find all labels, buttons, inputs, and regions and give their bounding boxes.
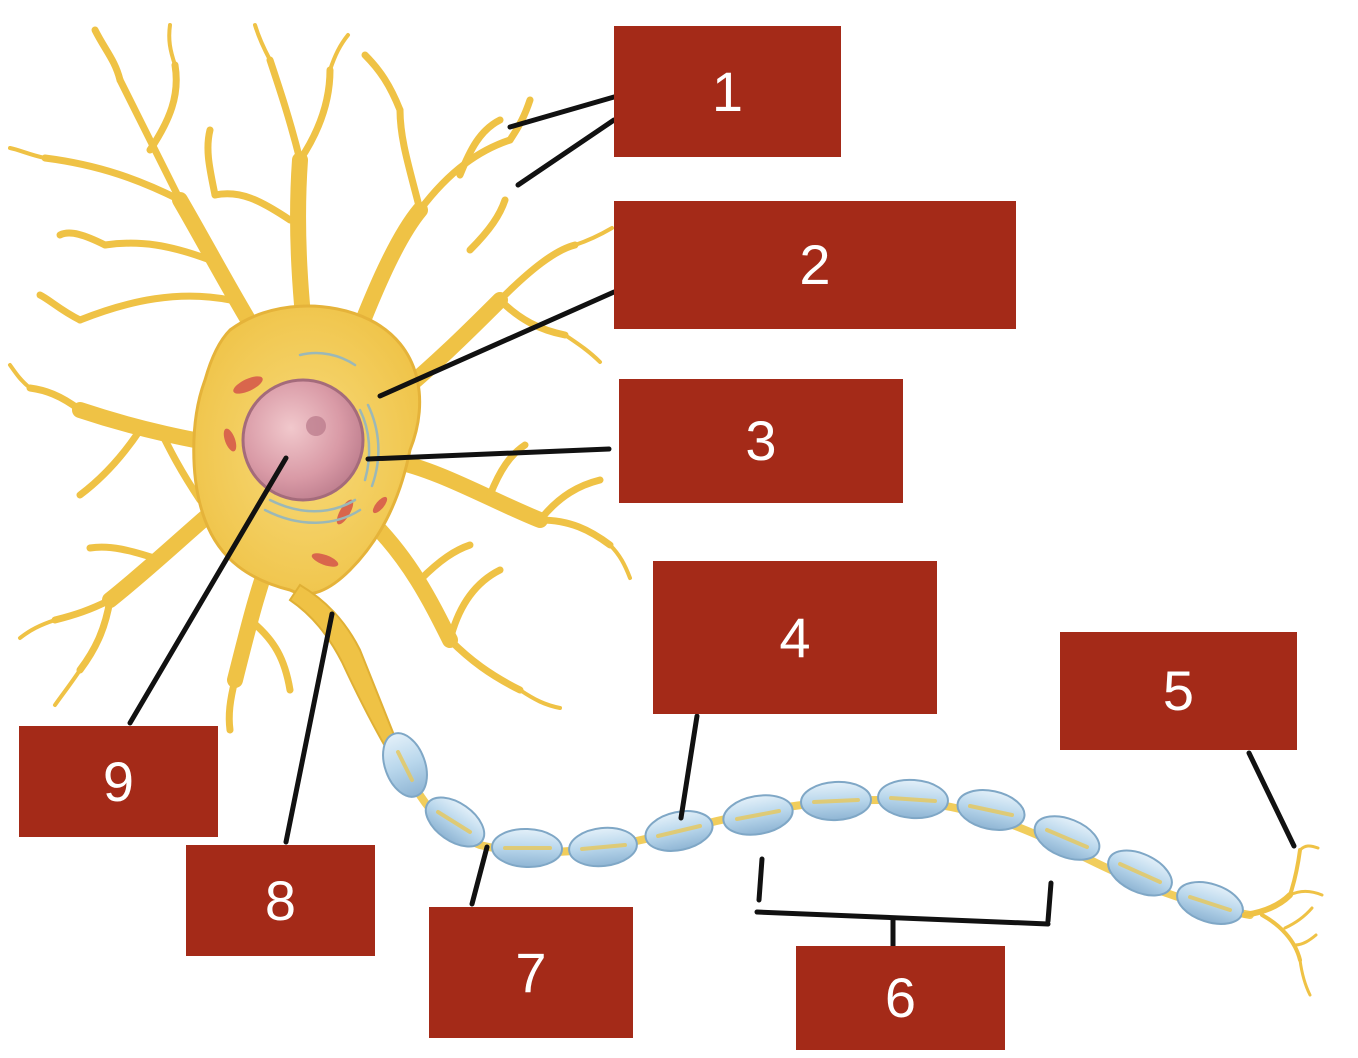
leader-line-1a [507, 94, 617, 130]
leader-line-5 [1246, 750, 1297, 849]
organelles [223, 351, 388, 567]
label-box-9[interactable]: 9 [19, 726, 218, 837]
label-box-4[interactable]: 4 [653, 561, 937, 714]
leader-line-8 [283, 611, 335, 845]
label-box-5[interactable]: 5 [1060, 632, 1297, 750]
myelin-sheaths [382, 732, 1244, 925]
label-box-8[interactable]: 8 [186, 845, 375, 956]
leader-line-1b [515, 117, 617, 188]
leader-lines [127, 94, 1297, 949]
myelin-highlights [396, 750, 1232, 912]
label-box-3[interactable]: 3 [619, 379, 903, 503]
axon-hillock [288, 583, 398, 750]
label-text-3: 3 [745, 409, 777, 472]
label-text-4: 4 [779, 605, 811, 669]
dendrites [8, 23, 632, 734]
nucleolus [306, 416, 326, 436]
label-text-7: 7 [515, 940, 547, 1004]
label-box-6[interactable]: 6 [796, 946, 1005, 1050]
leader-line-9 [127, 455, 289, 726]
label-box-2[interactable]: 2 [614, 201, 1016, 329]
label-text-9: 9 [102, 749, 135, 813]
label-text-1: 1 [711, 59, 744, 123]
label-text-5: 5 [1162, 659, 1195, 722]
leader-line-2 [377, 289, 617, 399]
label-text-2: 2 [799, 233, 831, 296]
label-box-1[interactable]: 1 [614, 26, 841, 157]
nucleus [241, 378, 365, 502]
leader-line-7 [469, 844, 490, 907]
leader-line-3 [365, 446, 612, 462]
leader-line-4 [678, 713, 700, 821]
bracket-6 [754, 856, 1054, 949]
label-text-6: 6 [884, 966, 917, 1029]
label-box-7[interactable]: 7 [429, 907, 633, 1038]
axon-terminals [1242, 844, 1324, 997]
label-text-8: 8 [264, 868, 297, 932]
